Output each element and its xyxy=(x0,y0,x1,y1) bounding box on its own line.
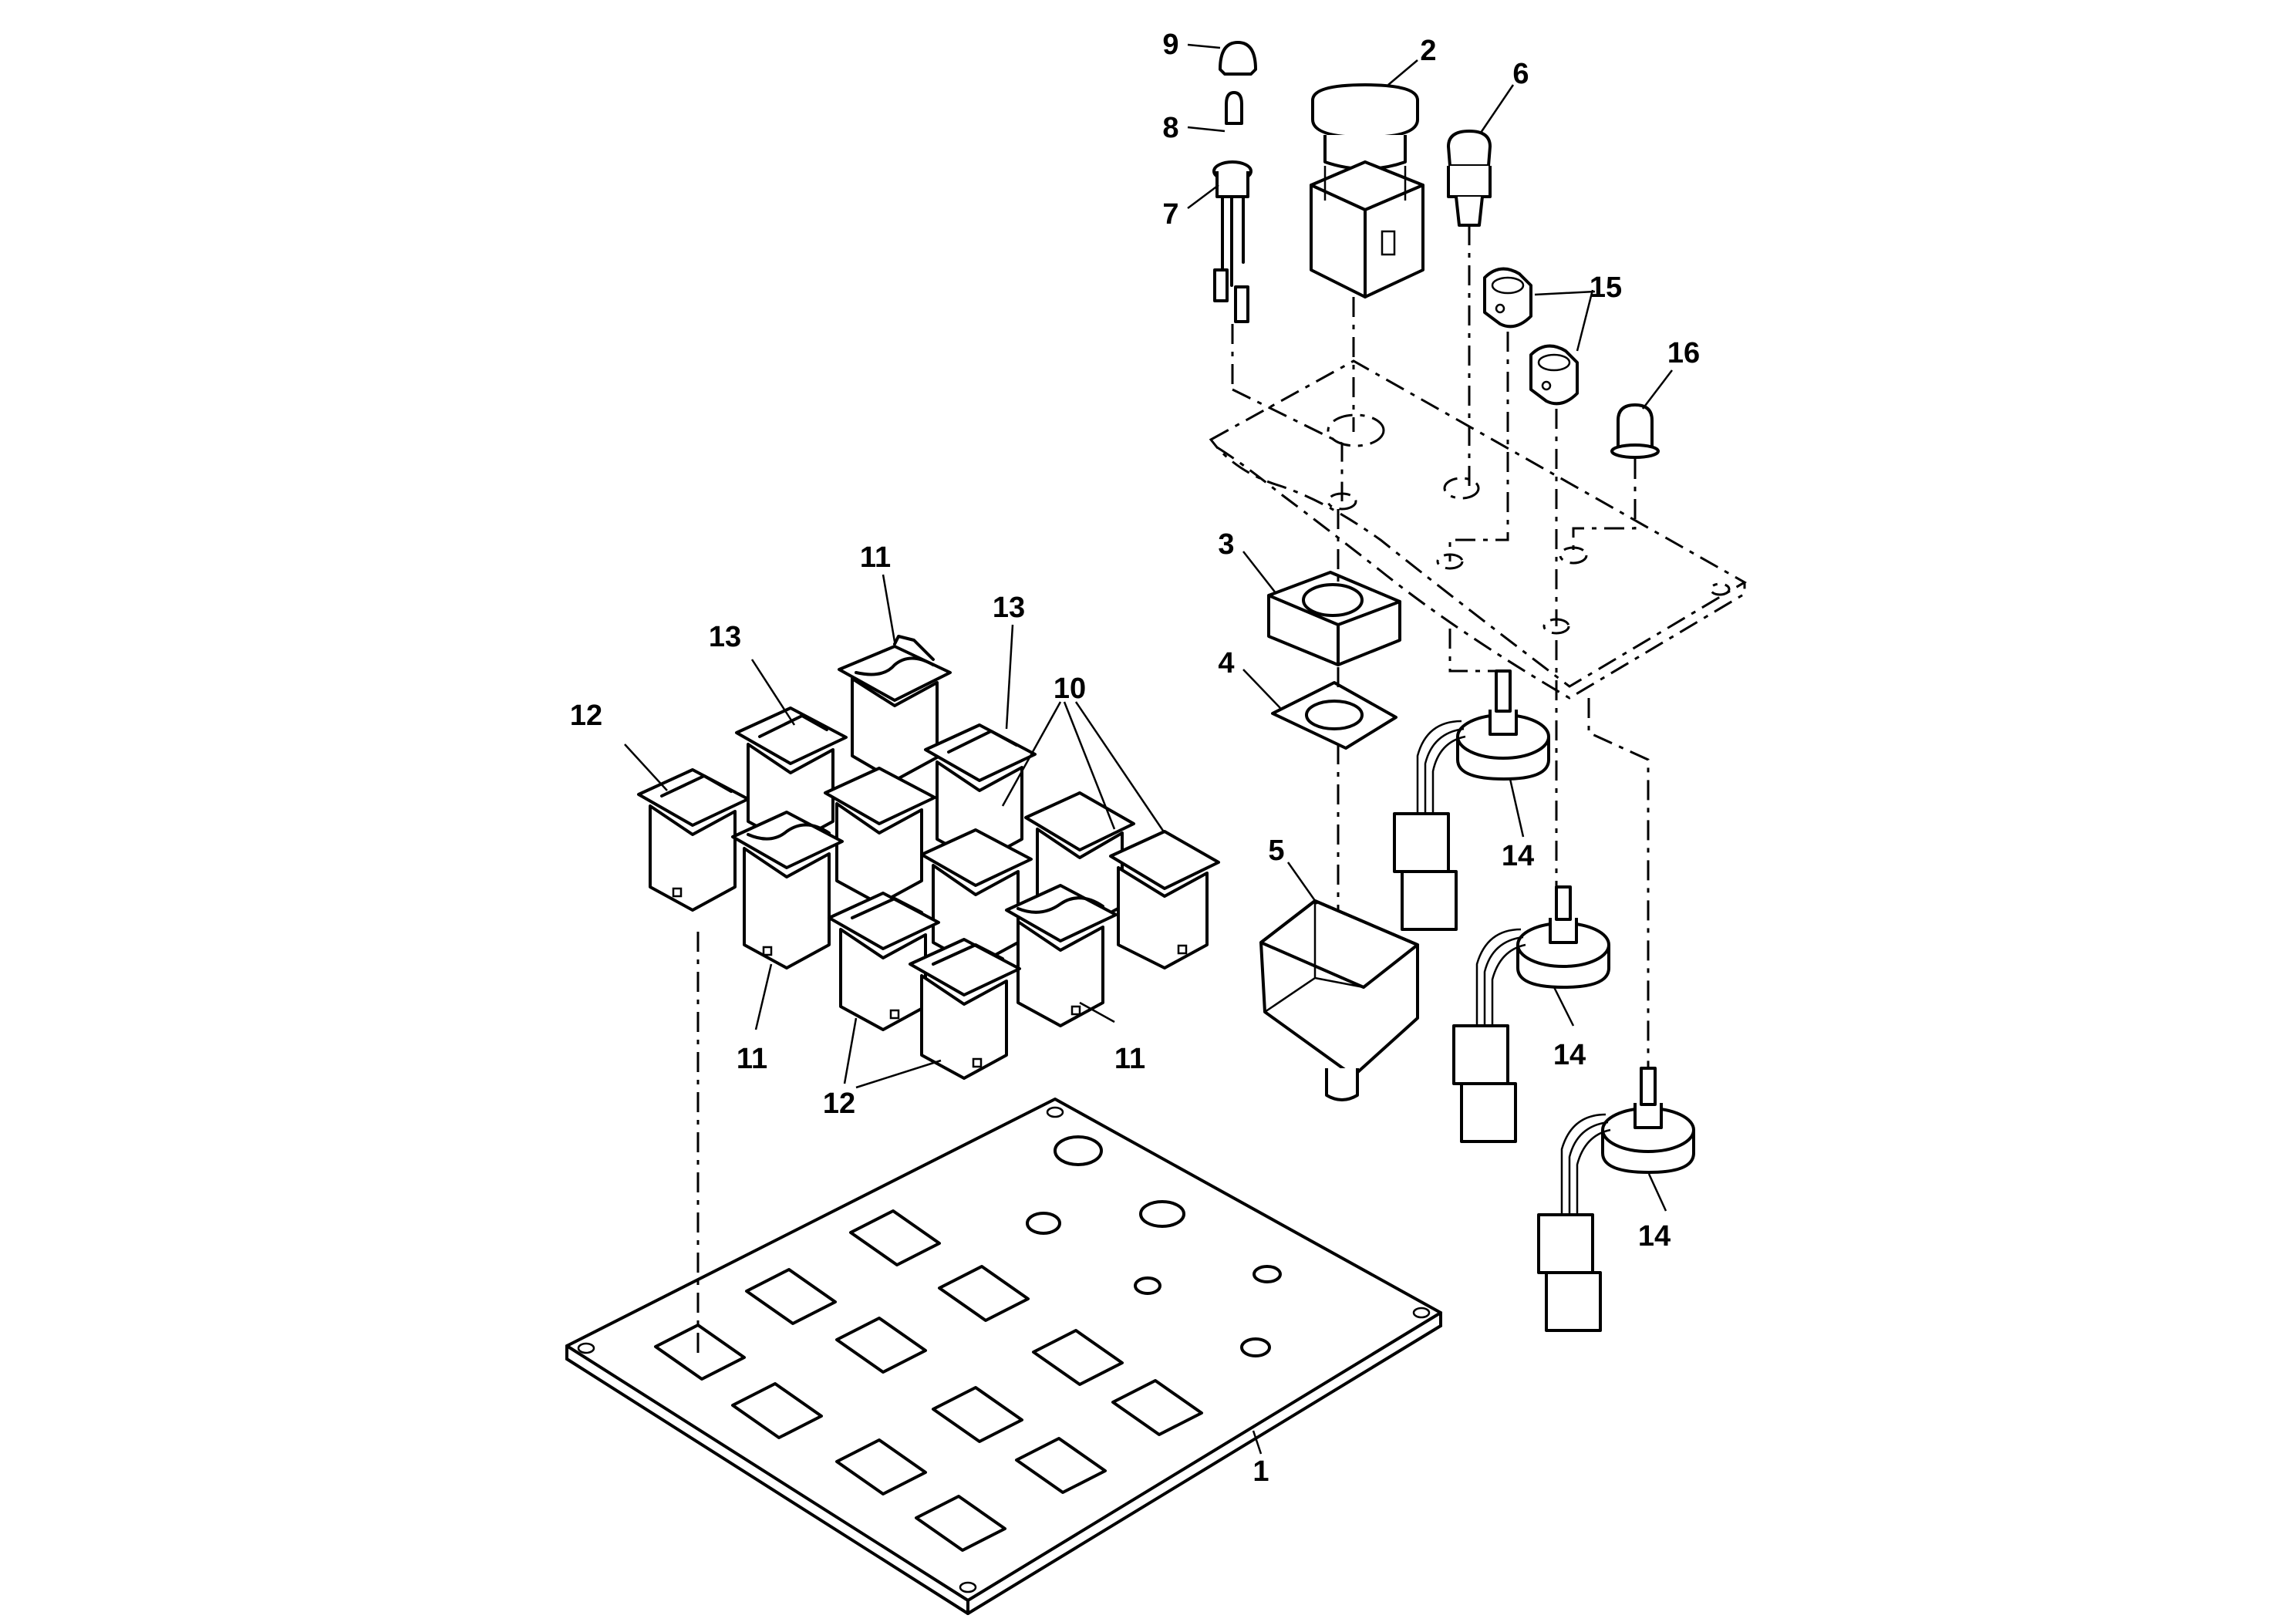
switch-11-top xyxy=(838,635,952,782)
switch-12-center xyxy=(909,938,1021,1080)
callout-14-c: 14 xyxy=(1638,1220,1671,1253)
base-panel xyxy=(565,1098,1442,1615)
callout-8: 8 xyxy=(1162,112,1178,144)
callout-14-a: 14 xyxy=(1502,840,1534,872)
cap-16 xyxy=(1572,403,1660,555)
callout-11-top: 11 xyxy=(860,541,891,574)
upper-plate xyxy=(1209,359,1747,700)
bracket-15-b xyxy=(1529,344,1579,626)
callout-3: 3 xyxy=(1218,528,1234,561)
funnel-5 xyxy=(1259,899,1419,1101)
bracket-15-a xyxy=(1448,267,1532,561)
potentiometer-14-b xyxy=(1452,640,1610,1143)
callout-1: 1 xyxy=(1253,1455,1269,1488)
round-holes xyxy=(1026,1135,1282,1357)
callout-13-left: 13 xyxy=(709,621,741,653)
boot-3 xyxy=(1267,571,1401,666)
callout-2: 2 xyxy=(1420,35,1436,67)
lamp-assembly xyxy=(1212,41,1344,501)
emergency-stop-2 xyxy=(1310,83,1424,432)
callout-7: 7 xyxy=(1162,198,1178,231)
callout-4: 4 xyxy=(1218,647,1234,679)
callout-15: 15 xyxy=(1590,271,1622,304)
potentiometer-14-a xyxy=(1393,629,1550,931)
callout-6: 6 xyxy=(1512,58,1529,90)
callout-5: 5 xyxy=(1268,835,1284,867)
lamp-holder-7 xyxy=(1212,160,1253,323)
potentiometer-14-c xyxy=(1537,698,1695,1332)
switch-group xyxy=(637,635,1220,1357)
callout-9: 9 xyxy=(1162,29,1178,61)
switch-11-left xyxy=(731,811,844,969)
callout-16: 16 xyxy=(1667,337,1700,369)
callout-14-b: 14 xyxy=(1553,1039,1586,1071)
callout-10: 10 xyxy=(1054,673,1086,705)
switch-11-right xyxy=(1005,884,1118,1027)
lamp-cap-9 xyxy=(1219,41,1257,76)
bulb-8 xyxy=(1225,91,1243,125)
gasket-4 xyxy=(1271,681,1397,750)
switch-cutouts xyxy=(654,1209,1203,1552)
indicator-6 xyxy=(1447,130,1492,490)
switch-10-right xyxy=(1109,830,1220,969)
callout-11-right: 11 xyxy=(1114,1043,1145,1075)
switch-12-left xyxy=(637,768,750,912)
switch-10-center xyxy=(824,767,936,905)
callout-12-left: 12 xyxy=(570,700,602,732)
leader-lines xyxy=(624,43,1673,1455)
callout-labels: 1 2 3 4 5 6 7 8 9 10 11 11 11 12 12 13 1… xyxy=(570,29,1700,1488)
callout-11-left: 11 xyxy=(737,1043,767,1075)
callout-13-right: 13 xyxy=(993,592,1025,624)
callout-12-bottom: 12 xyxy=(823,1088,855,1120)
